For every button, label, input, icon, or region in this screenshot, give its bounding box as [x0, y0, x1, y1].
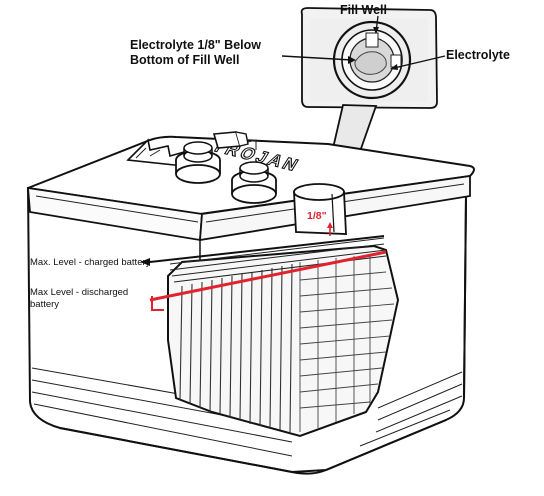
vent-cap-left: [175, 141, 221, 184]
fill-well: [293, 183, 347, 235]
max-discharged-label-line2: battery: [30, 299, 59, 310]
arrow-left-icon: [140, 258, 150, 266]
fill-well-inset: [300, 7, 438, 109]
gap-label: 1/8": [307, 210, 327, 222]
cutaway-plates: [167, 237, 400, 438]
electrolyte-below-label-line2: Bottom of Fill Well: [130, 53, 239, 67]
bracket-icon: [151, 296, 164, 311]
max-discharged-label-line1: Max Level - discharged: [30, 287, 128, 298]
terminal-post: [212, 131, 257, 150]
discharged-level-line: [149, 250, 387, 302]
charged-level-line: [149, 235, 385, 263]
electrolyte-below-label-line1: Electrolyte 1/8" Below: [130, 38, 261, 52]
vent-cap-right: [231, 161, 277, 204]
inset-leaders: [281, 15, 446, 70]
electrolyte-label: Electrolyte: [446, 48, 510, 62]
max-charged-label: Max. Level - charged battery: [30, 257, 151, 268]
fill-well-label: Fill Well: [340, 3, 387, 17]
level-indicators: [140, 258, 164, 311]
level-lines: [149, 222, 387, 302]
magnified-fill-well: [332, 20, 412, 100]
